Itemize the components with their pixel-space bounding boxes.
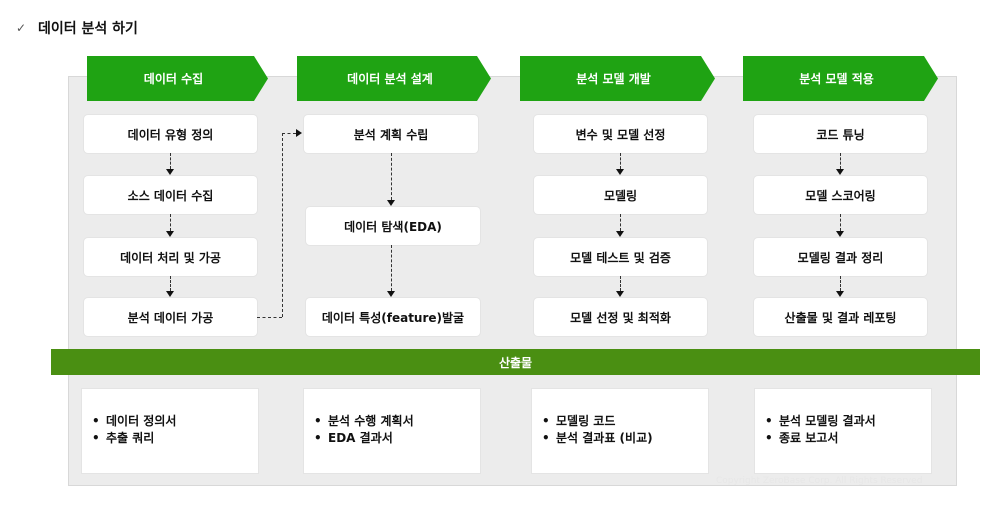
chevron-arrow-icon (87, 56, 268, 101)
step-box: 산출물 및 결과 레포팅 (754, 298, 927, 336)
step-box: 코드 튜닝 (754, 115, 927, 153)
dashed-connector (840, 276, 841, 291)
arrow-down-icon (387, 200, 395, 206)
arrow-down-icon (836, 291, 844, 297)
page-title: 데이터 분석 하기 (38, 21, 138, 37)
copyright-text: Copyright ZeroBase Corp. All Rights Rese… (716, 476, 923, 486)
arrow-down-icon (616, 169, 624, 175)
arrow-down-icon (616, 231, 624, 237)
arrow-down-icon (616, 291, 624, 297)
step-box: 모델 테스트 및 검증 (534, 238, 707, 276)
step-box: 모델 선정 및 최적화 (534, 298, 707, 336)
stage-label: 분석 모델 적용 (799, 72, 874, 86)
dashed-connector (391, 245, 392, 291)
list-item: •추출 쿼리 (92, 431, 155, 445)
step-box: 분석 계획 수립 (304, 115, 478, 153)
list-item: •분석 결과표 (비교) (542, 431, 653, 445)
step-box: 데이터 유형 정의 (84, 115, 257, 153)
section-header: ✓ 데이터 분석 하기 (16, 16, 138, 40)
deliverable-box: •모델링 코드 •분석 결과표 (비교) (532, 389, 708, 473)
list-item: •분석 수행 계획서 (314, 414, 414, 428)
bullet-icon: • (542, 414, 550, 428)
bullet-icon: • (92, 414, 100, 428)
step-box: 변수 및 모델 선정 (534, 115, 707, 153)
arrow-right-icon (296, 129, 302, 137)
dashed-connector (840, 214, 841, 231)
dashed-connector (170, 276, 171, 291)
step-box: 데이터 탐색(EDA) (306, 207, 480, 245)
step-box: 소스 데이터 수집 (84, 176, 257, 214)
list-item: •데이터 정의서 (92, 414, 177, 428)
stage-header-collection: 데이터 수집 (87, 56, 268, 101)
checkmark-icon: ✓ (16, 21, 27, 35)
dashed-connector (620, 276, 621, 291)
step-box: 모델 스코어링 (754, 176, 927, 214)
deliverable-box: •데이터 정의서 •추출 쿼리 (82, 389, 258, 473)
dashed-connector (391, 153, 392, 200)
deliverable-box: •분석 모델링 결과서 •종료 보고서 (755, 389, 931, 473)
arrow-down-icon (836, 169, 844, 175)
dashed-connector (282, 133, 296, 134)
list-item: •종료 보고서 (765, 431, 839, 445)
arrow-down-icon (166, 291, 174, 297)
stage-label: 데이터 분석 설계 (347, 72, 433, 86)
bullet-icon: • (765, 431, 773, 445)
stage-label: 데이터 수집 (143, 72, 204, 86)
arrow-down-icon (387, 291, 395, 297)
dashed-connector (257, 317, 282, 318)
list-item: •모델링 코드 (542, 414, 616, 428)
stage-header-application: 분석 모델 적용 (743, 56, 938, 101)
dashed-connector (840, 153, 841, 169)
step-box: 모델링 (534, 176, 707, 214)
dashed-connector (170, 214, 171, 231)
chevron-arrow-icon (743, 56, 938, 101)
step-box: 모델링 결과 정리 (754, 238, 927, 276)
stage-header-design: 데이터 분석 설계 (297, 56, 491, 101)
dashed-connector (620, 214, 621, 231)
step-box: 데이터 처리 및 가공 (84, 238, 257, 276)
stage-label: 분석 모델 개발 (576, 72, 651, 86)
deliverables-band: 산출물 (51, 349, 980, 375)
arrow-down-icon (166, 169, 174, 175)
stage-header-development: 분석 모델 개발 (520, 56, 715, 101)
arrow-down-icon (166, 231, 174, 237)
step-box: 데이터 특성(feature)발굴 (306, 298, 480, 336)
step-box: 분석 데이터 가공 (84, 298, 257, 336)
dashed-connector (170, 153, 171, 169)
bullet-icon: • (542, 431, 550, 445)
arrow-down-icon (836, 231, 844, 237)
chevron-arrow-icon (520, 56, 715, 101)
bullet-icon: • (314, 414, 322, 428)
dashed-connector (282, 133, 283, 317)
chevron-arrow-icon (297, 56, 491, 101)
bullet-icon: • (92, 431, 100, 445)
list-item: •분석 모델링 결과서 (765, 414, 876, 428)
dashed-connector (620, 153, 621, 169)
bullet-icon: • (314, 431, 322, 445)
bullet-icon: • (765, 414, 773, 428)
list-item: •EDA 결과서 (314, 431, 393, 445)
deliverable-box: •분석 수행 계획서 •EDA 결과서 (304, 389, 480, 473)
